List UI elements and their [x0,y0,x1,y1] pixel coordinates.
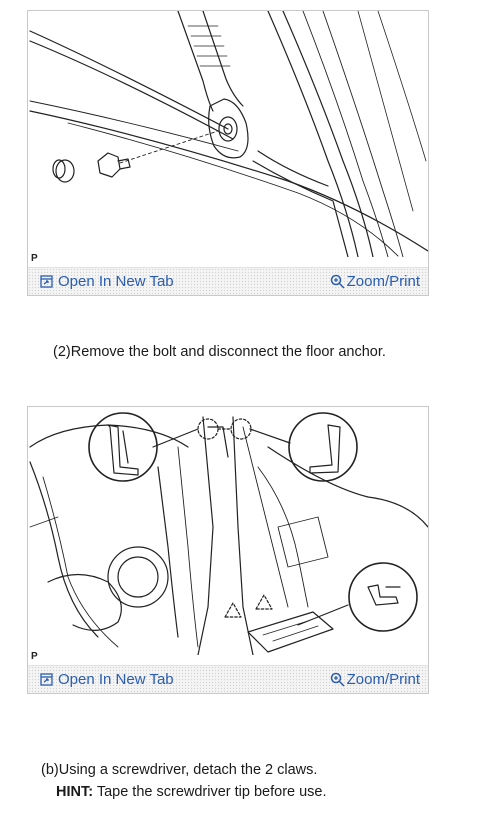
zoom-print-link[interactable]: Zoom/Print [330,273,420,290]
magnifier-icon [330,672,345,687]
open-in-new-tab-link[interactable]: Open In New Tab [40,671,174,688]
step-remove-bolt: (2)Remove the bolt and disconnect the fl… [53,344,386,360]
figure-code: P [31,651,38,662]
hint-text: HINT: Tape the screwdriver tip before us… [56,784,327,800]
open-in-new-tab-link[interactable]: Open In New Tab [40,273,174,290]
open-in-new-tab-label: Open In New Tab [58,273,174,290]
open-new-tab-icon [40,673,53,686]
magnifier-icon [330,274,345,289]
illustration-floor-anchor-bolt [28,11,428,257]
open-in-new-tab-label: Open In New Tab [58,671,174,688]
illustration-pillar-claws [28,407,428,655]
hint-label: HINT: [56,784,94,800]
zoom-print-label: Zoom/Print [346,273,420,290]
zoom-print-label: Zoom/Print [346,671,420,688]
figure-pillar-claws: P Open In New Tab Zoom/Print [27,406,429,694]
open-new-tab-icon [40,275,53,288]
figure-toolbar: Open In New Tab Zoom/Print [28,267,428,295]
figure-toolbar: Open In New Tab Zoom/Print [28,665,428,693]
step-detach-claws: (b)Using a screwdriver, detach the 2 cla… [41,762,318,778]
figure-code: P [31,253,38,264]
figure-floor-anchor: P Open In New Tab Zoom/Print [27,10,429,296]
hint-body: Tape the screwdriver tip before use. [93,784,327,800]
zoom-print-link[interactable]: Zoom/Print [330,671,420,688]
